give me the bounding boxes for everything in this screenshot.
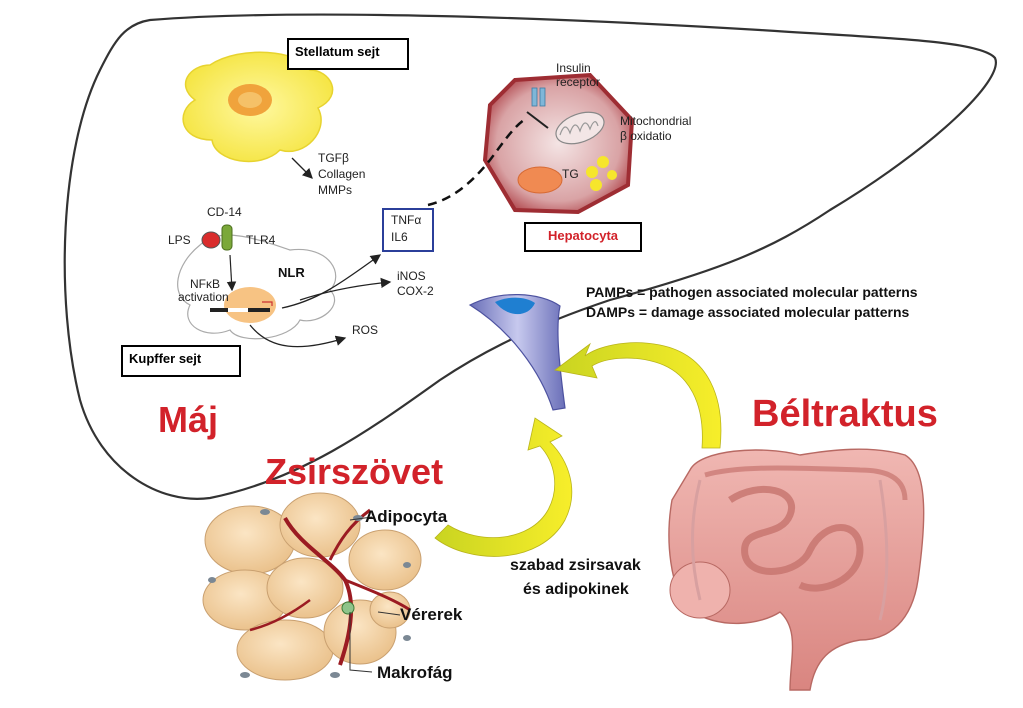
lps-molecule — [201, 231, 221, 249]
ffa-label-2: és adipokinek — [523, 581, 629, 598]
fat-to-liver-arrow — [434, 417, 573, 557]
adipocyta-label: Adipocyta — [365, 507, 448, 526]
lipid-droplet — [517, 166, 563, 194]
kupffer-box: Kupffer sejt — [121, 345, 241, 377]
ffa-label-1: szabad zsirsavak — [510, 557, 641, 574]
dashed-pathway — [427, 116, 528, 207]
tlr4-label: TLR4 — [246, 233, 276, 247]
receptor-label: receptor — [556, 75, 601, 89]
vererek-label: Vérerek — [400, 605, 463, 624]
nfkb-label: NFκB — [190, 277, 220, 291]
kupffer-cell — [177, 234, 337, 340]
makrofag-label: Makrofág — [377, 663, 453, 682]
activation-label: activation — [178, 290, 229, 304]
maj-label: Máj — [158, 399, 219, 440]
cox2-label: COX-2 — [397, 284, 434, 298]
insulin-label: Insulin — [556, 61, 591, 75]
collagen-label: Collagen — [318, 167, 366, 181]
nlr-label: NLR — [278, 265, 305, 280]
mitochondrion — [555, 111, 605, 145]
hepatocyta-box: Hepatocyta — [524, 222, 642, 252]
il6-label: IL6 — [391, 230, 408, 244]
adipose-tissue — [202, 492, 422, 681]
tnfa-label: TNFα — [391, 213, 422, 227]
beta-oxidatio-label: β oxidatio — [620, 129, 672, 143]
hepatocyte-cell — [482, 72, 635, 215]
insulin-receptor — [531, 87, 538, 107]
mmps-label: MMPs — [318, 183, 352, 197]
lps-label: LPS — [168, 233, 191, 247]
tlr4-receptor — [221, 224, 233, 251]
stellatum-box: Stellatum sejt — [287, 38, 409, 70]
tnf-il6-box — [382, 208, 434, 252]
pamps-label: PAMPs = pathogen associated molecular pa… — [586, 284, 918, 300]
zsirszovet-label: Zsirszövet — [265, 451, 444, 492]
tgf-label: TGFβ — [318, 151, 349, 165]
beltraktus-label: Béltraktus — [752, 393, 938, 435]
cd14-label: CD-14 — [207, 205, 242, 219]
inos-label: iNOS — [397, 269, 426, 283]
damps-label: DAMPs = damage associated molecular patt… — [586, 304, 910, 320]
mito-label: Mitochondrial — [620, 114, 692, 128]
kupffer-nucleus — [224, 287, 276, 323]
intestine-illustration — [668, 448, 925, 691]
tg-label: TG — [562, 167, 579, 181]
gut-to-liver-arrow — [554, 342, 722, 449]
ros-label: ROS — [352, 323, 379, 337]
